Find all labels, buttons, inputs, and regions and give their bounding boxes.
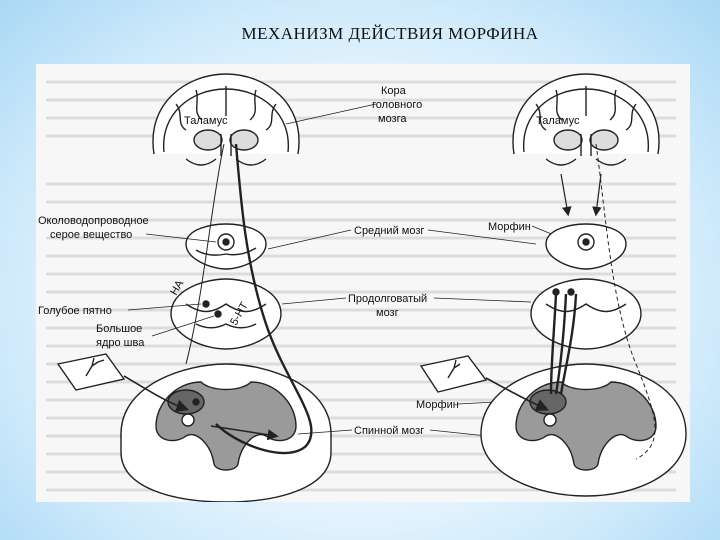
left-neuron-dot-2 xyxy=(202,300,210,308)
spinal-leader-left xyxy=(297,429,353,435)
raphe-leader xyxy=(151,315,215,337)
label-cortex-line1: Кора xyxy=(381,85,407,97)
right-dashed-pathway xyxy=(595,143,656,460)
left-neuron-dot-4 xyxy=(192,398,200,406)
left-medulla xyxy=(170,278,282,350)
ascending-pain-pathway xyxy=(215,143,313,455)
right-medulla xyxy=(530,278,642,350)
medulla-leader-right xyxy=(433,297,532,303)
left-skin-patch xyxy=(56,353,126,391)
right-synapse-circle xyxy=(543,413,557,427)
spinal-output-arrow xyxy=(210,425,279,441)
label-thalamus-right: Таламус xyxy=(536,115,580,127)
midbrain-leader-right xyxy=(427,229,537,245)
left-neuron-dot-3 xyxy=(214,310,222,318)
right-neuron-dot-1 xyxy=(582,238,590,246)
right-panel xyxy=(419,73,687,497)
label-spinal-cord: Спинной мозг xyxy=(354,425,424,437)
label-cortex-line2: головного xyxy=(372,99,422,111)
label-thalamus-left: Таламус xyxy=(184,115,228,127)
label-medulla-line2: мозг xyxy=(376,307,399,319)
pag-leader xyxy=(145,233,217,243)
midbrain-leader-left xyxy=(267,229,352,250)
right-descending-3 xyxy=(559,293,578,395)
sensory-input-pathway xyxy=(123,375,190,412)
left-panel xyxy=(56,73,332,502)
right-spinal-cord xyxy=(480,363,687,497)
right-brain-section xyxy=(512,73,660,166)
right-midbrain xyxy=(545,223,627,270)
slide-title: МЕХАНИЗМ ДЕЙСТВИЯ МОРФИНА xyxy=(241,24,539,43)
label-morphine-top: Морфин xyxy=(488,221,531,233)
medulla-leader-left xyxy=(281,297,347,305)
cortex-leader xyxy=(285,103,377,125)
right-morphine-arrow xyxy=(560,173,572,217)
label-midbrain: Средний мозг xyxy=(354,225,424,237)
locus-leader xyxy=(127,303,202,311)
label-raphe-line1: Большое xyxy=(96,323,142,335)
right-descending-2 xyxy=(554,293,568,395)
label-pag-line1: Околоводопроводное xyxy=(38,215,149,227)
label-cortex-line3: мозга xyxy=(378,113,407,125)
label-medulla-line1: Продолговатый xyxy=(348,293,427,305)
right-skin-patch xyxy=(419,355,488,393)
label-locus-coeruleus: Голубое пятно xyxy=(38,305,112,317)
descending-pathway-left xyxy=(185,143,225,365)
left-neuron-dot-1 xyxy=(222,238,230,246)
label-raphe-line2: ядро шва xyxy=(96,337,145,349)
left-synapse-circle xyxy=(181,413,195,427)
right-morphine-arrow-2 xyxy=(592,173,602,217)
label-morphine-bottom: Морфин xyxy=(416,399,459,411)
diagram-svg: Кора головного мозга Таламус Околоводопр… xyxy=(38,73,687,502)
right-sensory-input xyxy=(485,377,549,411)
right-descending-1 xyxy=(549,293,558,395)
label-pag-line2: серое вещество xyxy=(50,229,132,241)
left-brain-section xyxy=(152,73,300,166)
left-midbrain xyxy=(185,223,267,270)
right-neuron-dot-2 xyxy=(552,288,560,296)
right-neuron-dot-3 xyxy=(567,288,575,296)
morphine-mechanism-figure: Кора головного мозга Таламус Околоводопр… xyxy=(36,64,690,502)
